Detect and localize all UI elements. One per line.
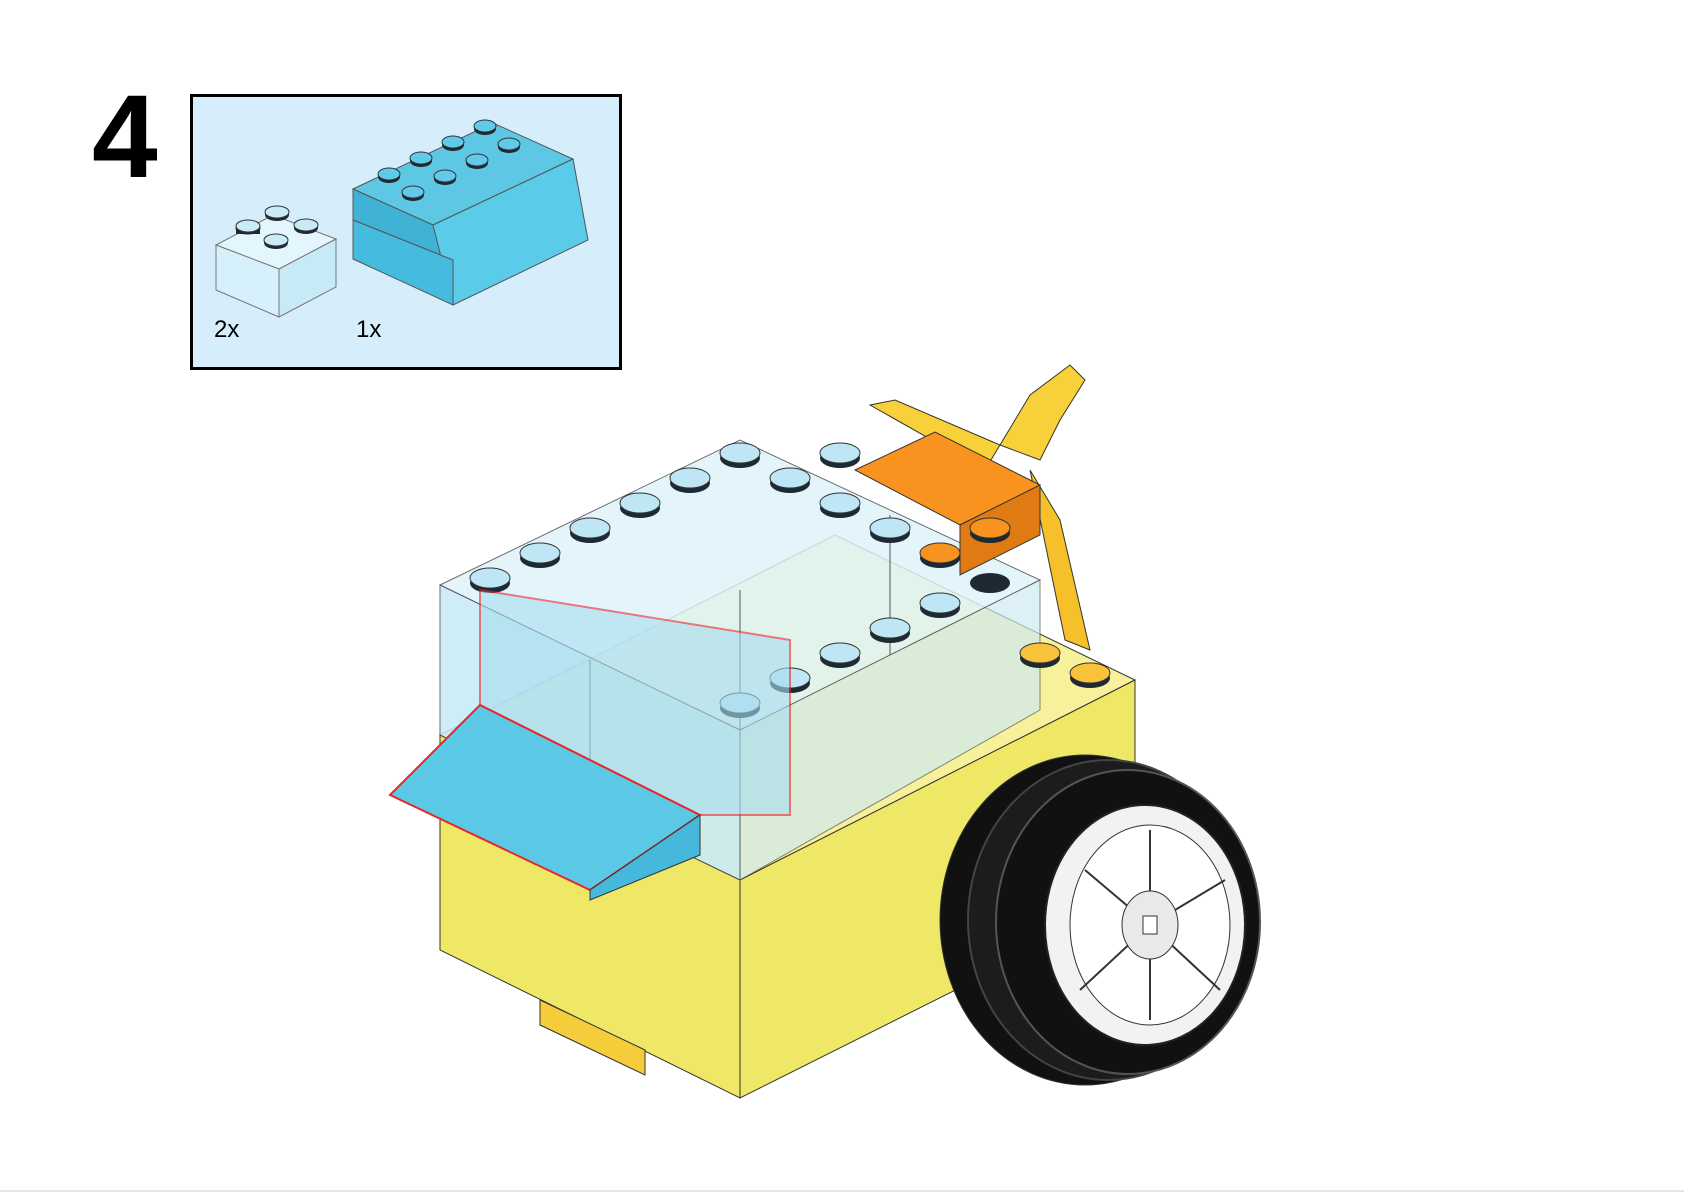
part-2x2-brick-icon — [214, 205, 338, 318]
step-number: 4 — [92, 71, 158, 203]
parts-list-panel: 2x 1x — [190, 94, 622, 370]
new-slope-part-highlight — [388, 588, 791, 901]
studs — [469, 442, 1111, 718]
part-2x4-slope-icon — [351, 119, 589, 306]
part-quantity: 1x — [356, 316, 382, 343]
part-quantity: 2x — [214, 316, 240, 343]
wheel-icon — [939, 754, 1261, 1086]
parts-illustration — [214, 119, 589, 318]
page-divider — [0, 1190, 1684, 1192]
